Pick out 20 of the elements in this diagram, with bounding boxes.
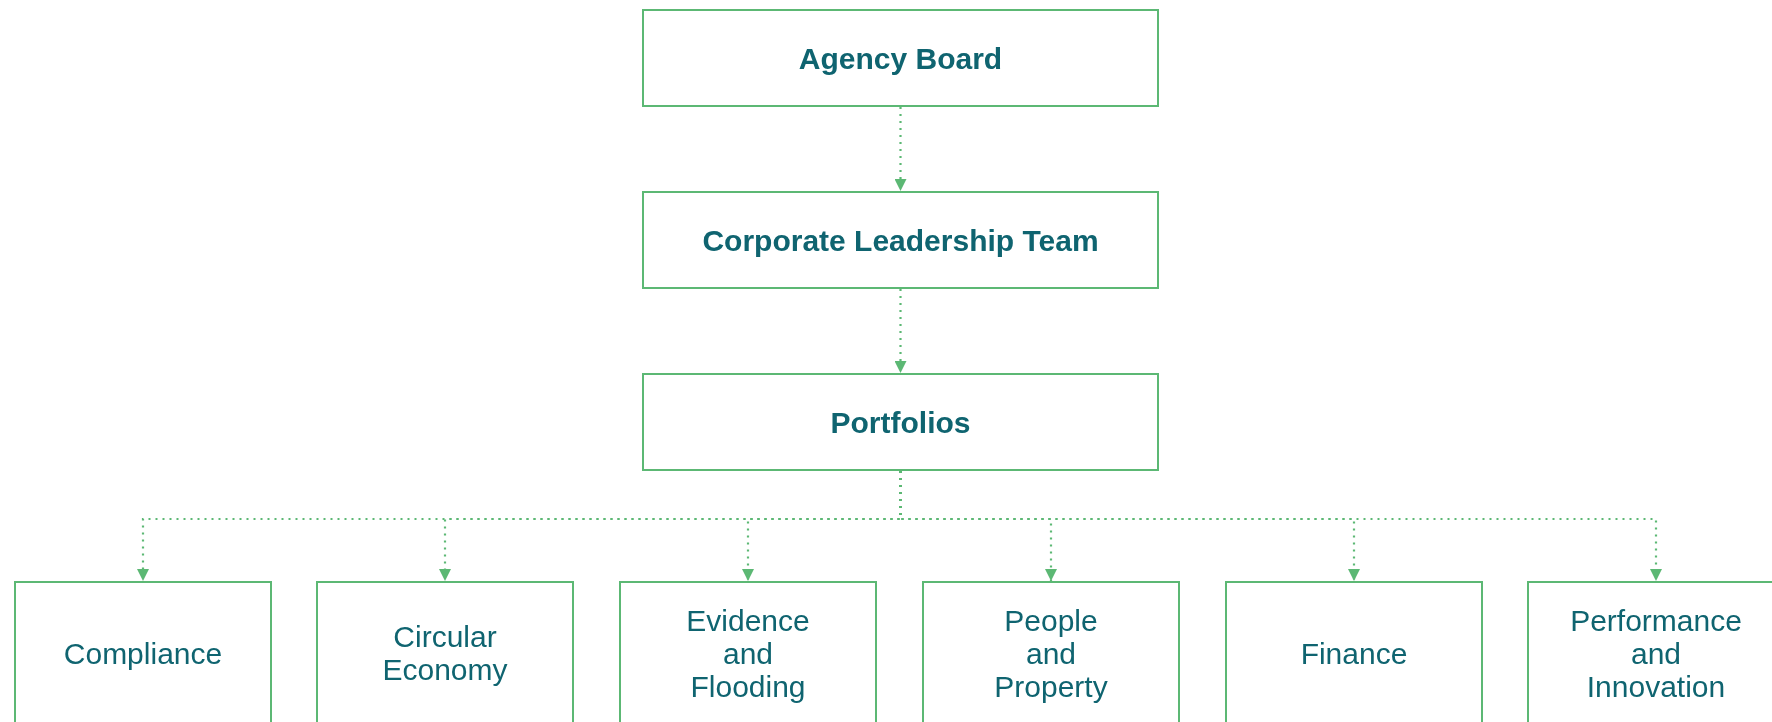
node-label: Circular Economy	[382, 620, 508, 686]
portfolio-box	[922, 581, 1180, 722]
node-label: Portfolios	[830, 405, 971, 439]
node-label: Corporate Leadership Team	[702, 223, 1099, 257]
node-label: Evidence and Flooding	[686, 603, 810, 703]
portfolio-box	[14, 581, 272, 722]
level-box	[642, 9, 1159, 107]
portfolio-box	[1527, 581, 1772, 722]
node-label: Compliance	[63, 636, 223, 670]
portfolio-box	[619, 581, 877, 722]
portfolio-box	[1225, 581, 1483, 722]
level-box	[642, 191, 1159, 289]
portfolio-box	[316, 581, 574, 722]
arrow	[894, 289, 907, 373]
arrow	[894, 107, 907, 191]
node-label: Performance and Innovation	[1570, 603, 1742, 703]
level-box	[642, 373, 1159, 471]
node-label: Finance	[1300, 636, 1408, 670]
node-label: People and Property	[994, 603, 1108, 703]
node-label: Agency Board	[798, 41, 1003, 75]
